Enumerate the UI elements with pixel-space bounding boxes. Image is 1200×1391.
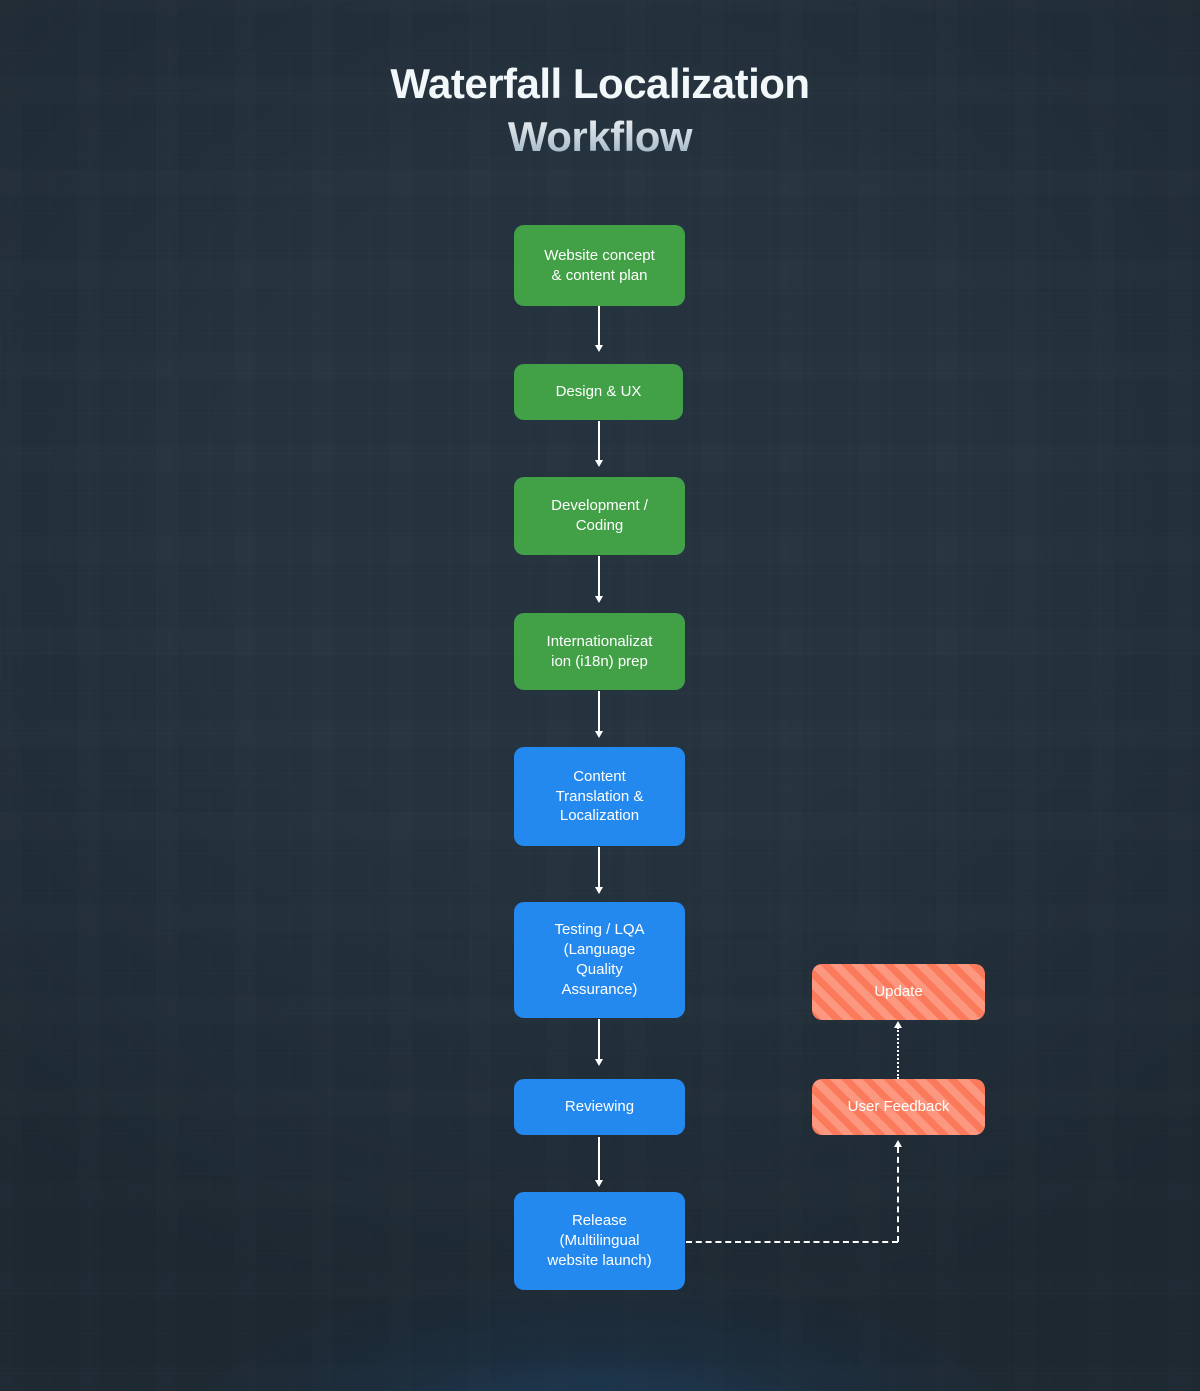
node-i18n-prep[interactable]: Internationalizat ion (i18n) prep — [514, 613, 685, 690]
edge-n8-n10-vertical — [897, 1147, 899, 1242]
edge-n1-n2-arrow — [594, 345, 603, 352]
page-title: Waterfall Localization Workflow — [0, 58, 1200, 164]
node-content-translation[interactable]: Content Translation & Localization — [514, 747, 685, 846]
edge-n8-n10-horizontal — [686, 1241, 898, 1243]
edge-n5-n6-arrow — [594, 887, 603, 894]
node-development-coding[interactable]: Development / Coding — [514, 477, 685, 555]
edge-n4-n5-line — [598, 691, 600, 732]
title-line-primary: Waterfall Localization — [390, 60, 810, 107]
edge-n10-n9-arrow — [893, 1021, 902, 1028]
edge-n4-n5-arrow — [594, 731, 603, 738]
edge-n3-n4-line — [598, 556, 600, 597]
edge-n1-n2-line — [598, 306, 600, 346]
edge-n10-n9-line — [897, 1027, 899, 1079]
edge-n2-n3-line — [598, 421, 600, 461]
title-line-secondary: Workflow — [0, 111, 1200, 164]
node-website-concept[interactable]: Website concept & content plan — [514, 225, 685, 306]
node-reviewing[interactable]: Reviewing — [514, 1079, 685, 1135]
node-testing-lqa[interactable]: Testing / LQA (Language Quality Assuranc… — [514, 902, 685, 1018]
edge-n6-n7-line — [598, 1019, 600, 1060]
edge-n8-n10-arrow — [893, 1140, 902, 1147]
node-release[interactable]: Release (Multilingual website launch) — [514, 1192, 685, 1290]
edge-n7-n8-line — [598, 1137, 600, 1181]
edge-n7-n8-arrow — [594, 1180, 603, 1187]
node-design-ux[interactable]: Design & UX — [514, 364, 683, 420]
edge-n2-n3-arrow — [594, 460, 603, 467]
node-update[interactable]: Update — [812, 964, 985, 1020]
node-user-feedback[interactable]: User Feedback — [812, 1079, 985, 1135]
edge-n3-n4-arrow — [594, 596, 603, 603]
edge-n6-n7-arrow — [594, 1059, 603, 1066]
edge-n5-n6-line — [598, 847, 600, 888]
